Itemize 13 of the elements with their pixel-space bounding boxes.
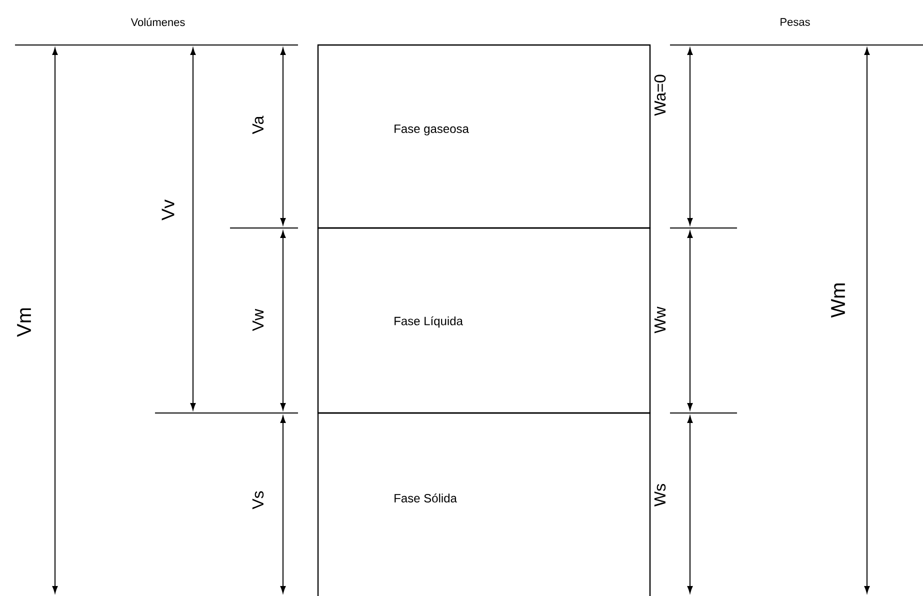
dimension-label: Wm xyxy=(830,281,846,319)
dimension-label: Vs xyxy=(251,490,265,510)
phase-box: Fase Líquida xyxy=(317,227,651,414)
dimension-label: Wa=0 xyxy=(653,73,667,117)
dimension-label: Va xyxy=(251,114,265,136)
dimension-label: Vv xyxy=(160,198,176,222)
dimension-label: Vm xyxy=(16,306,32,338)
column-heading: Volúmenes xyxy=(130,16,186,28)
phase-box: Fase gaseosa xyxy=(317,44,651,229)
dimension-label: Ws xyxy=(653,482,667,508)
column-heading: Pesas xyxy=(778,17,812,27)
dimension-label: Vw xyxy=(252,308,265,332)
phase-box: Fase Sólida xyxy=(317,412,651,596)
